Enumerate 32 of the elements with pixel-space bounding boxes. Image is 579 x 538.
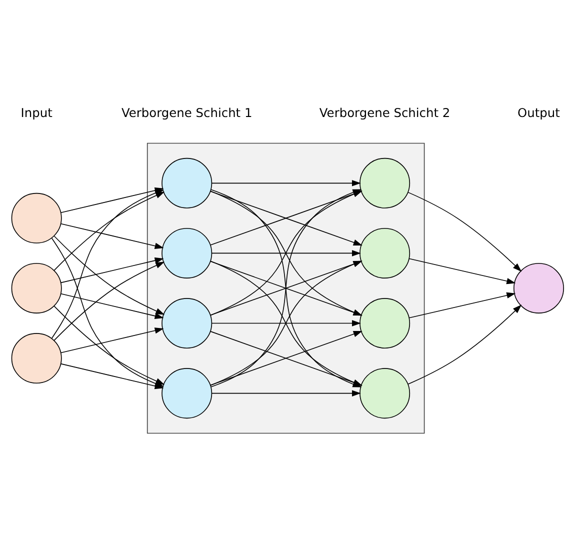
arrow (408, 258, 516, 284)
cluster (146, 142, 425, 434)
node-circle (360, 368, 410, 418)
arrow (408, 304, 522, 384)
arrow (54, 235, 165, 314)
node-circle (360, 157, 410, 208)
arrow (211, 320, 361, 326)
arrow (60, 292, 164, 319)
node-circle (11, 332, 62, 384)
arrow (60, 222, 164, 248)
arrow (60, 327, 164, 353)
arrow (408, 191, 522, 272)
label: Input (20, 105, 52, 120)
node-circle (11, 262, 62, 313)
node-circle (162, 298, 212, 348)
node-circle (360, 298, 410, 348)
label: Output (518, 105, 560, 120)
arrow (211, 250, 361, 256)
arrow (211, 180, 361, 186)
arrow (54, 261, 165, 340)
arrow (60, 256, 164, 283)
label: Verborgene Schicht 1 (121, 105, 252, 120)
arrow (54, 305, 165, 384)
node-circle (162, 227, 212, 278)
node-circle (360, 227, 410, 278)
node-circle (11, 192, 62, 243)
arrow (408, 292, 516, 318)
arrow (211, 390, 361, 396)
node-circle (162, 157, 212, 208)
label: Verborgene Schicht 2 (319, 105, 450, 120)
node-circle (162, 368, 212, 418)
arrow (210, 190, 362, 245)
